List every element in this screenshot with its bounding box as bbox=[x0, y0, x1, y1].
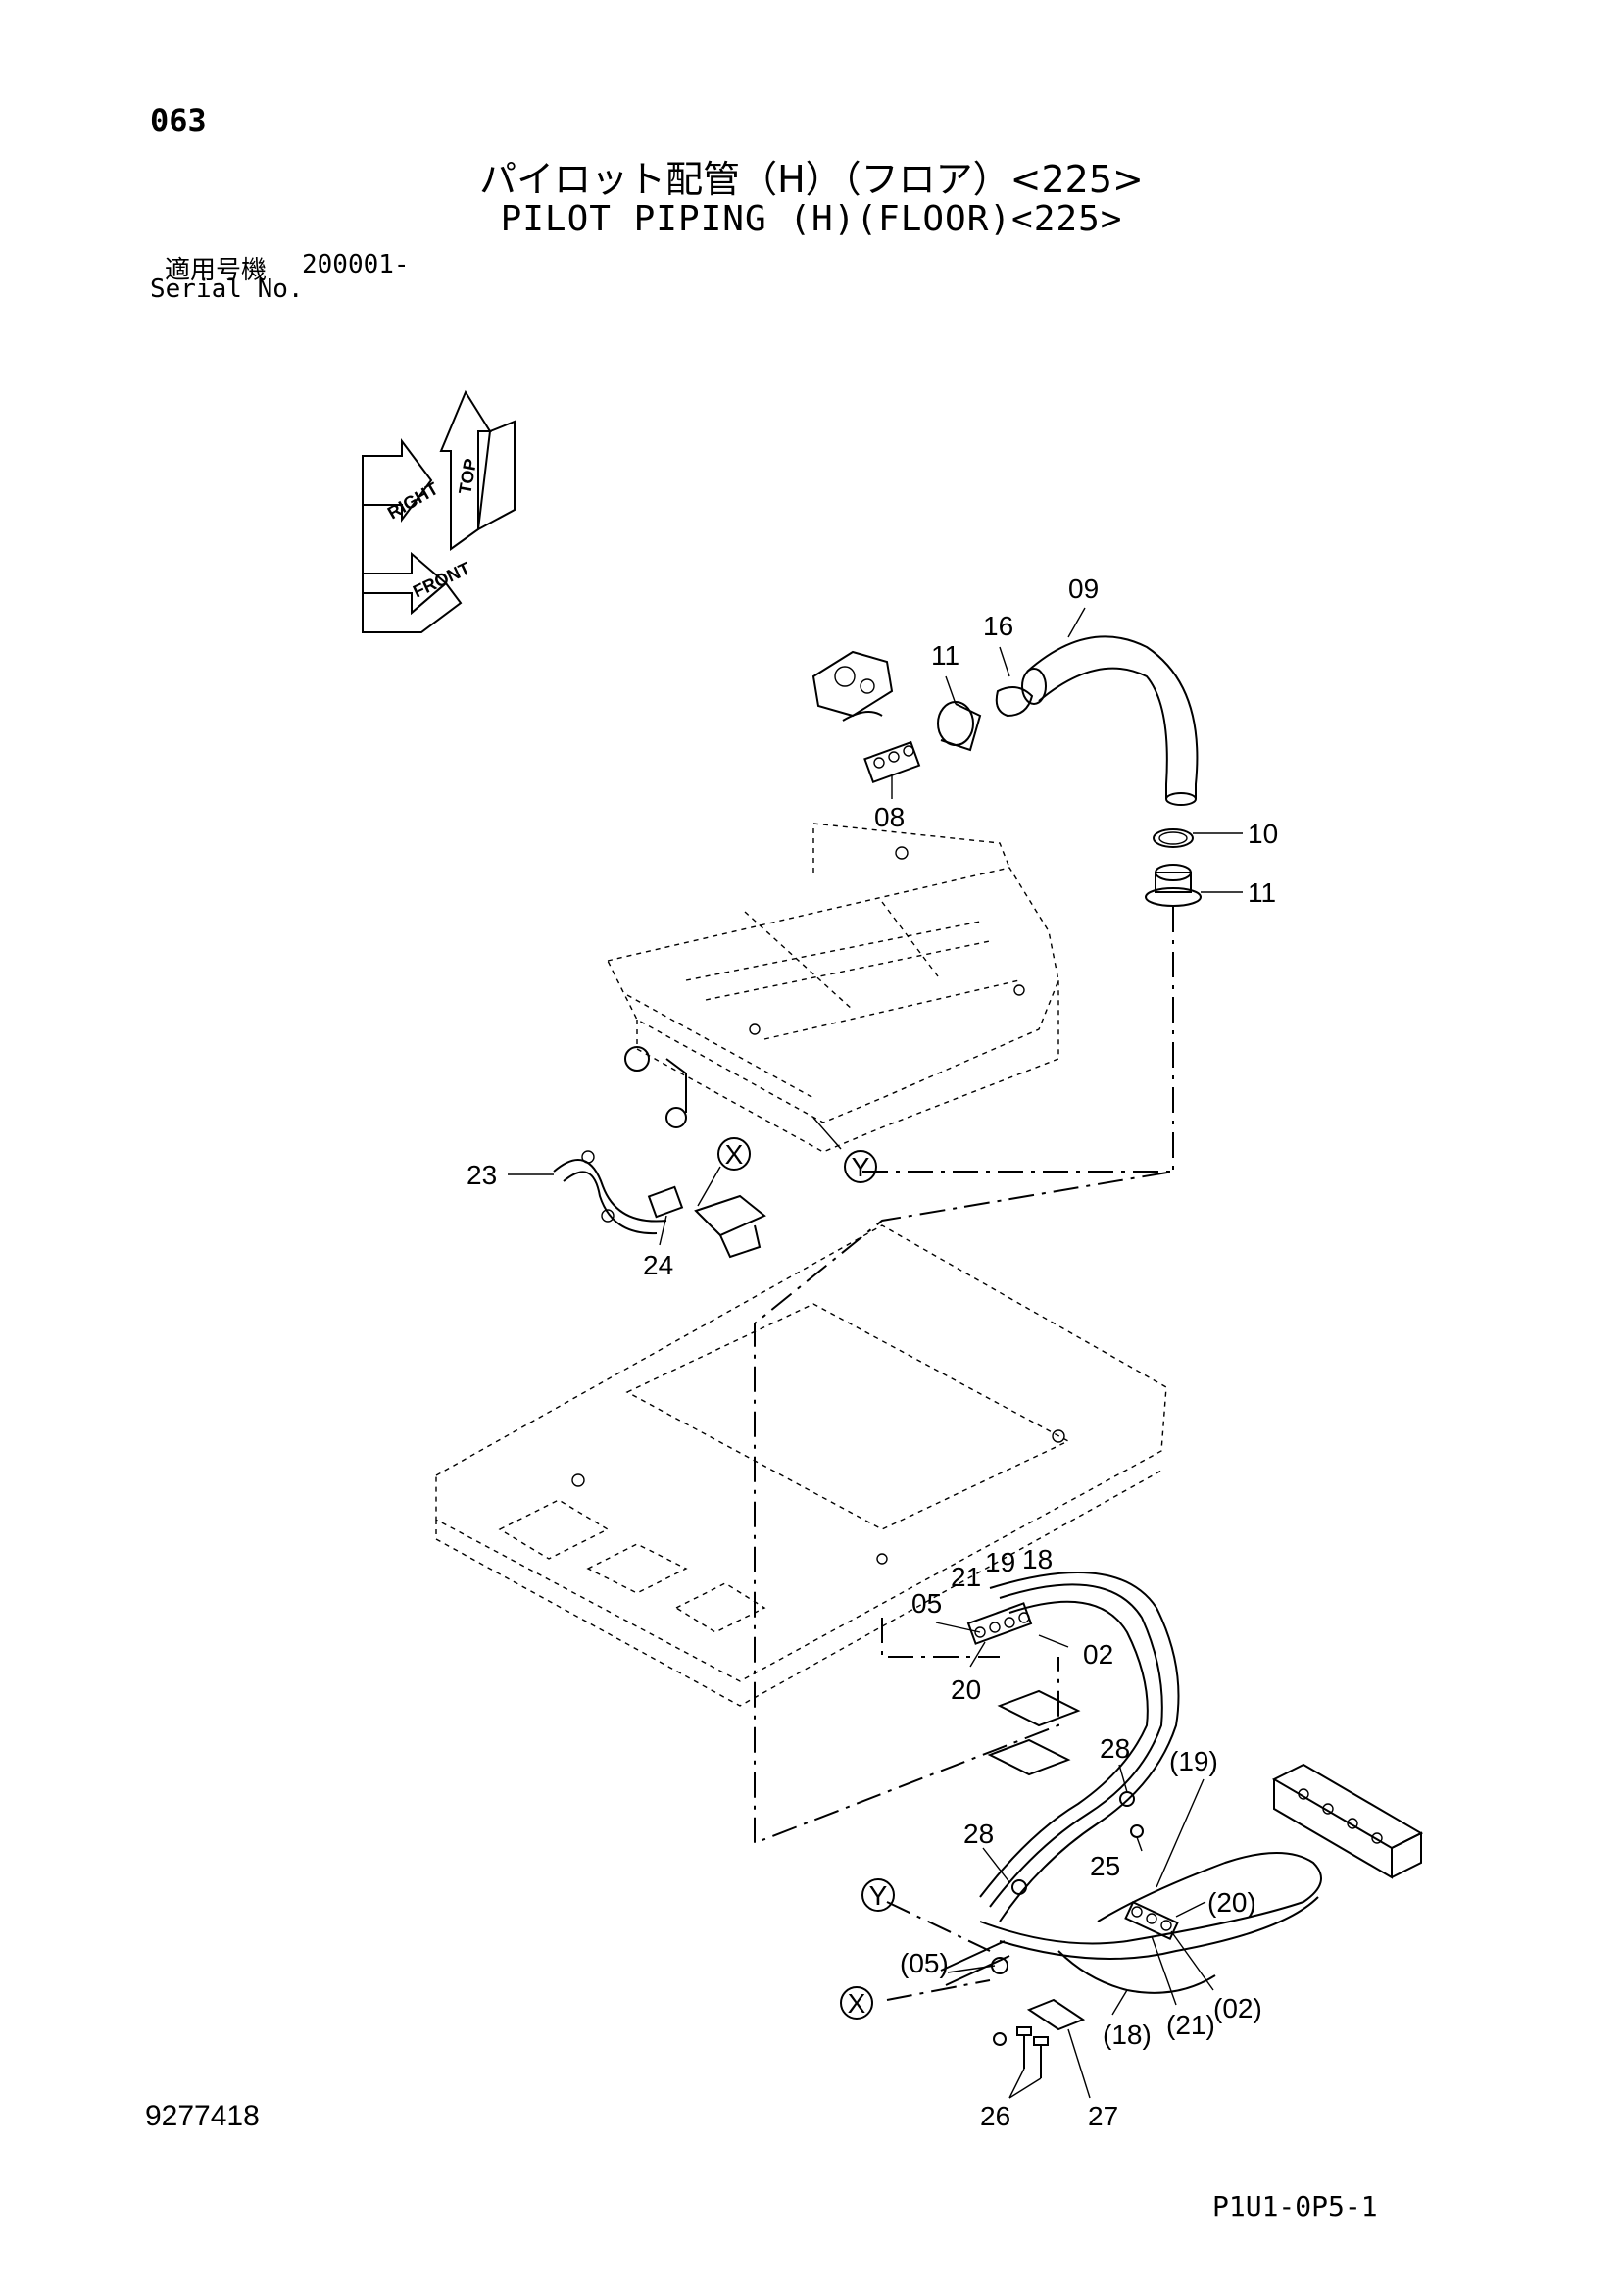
callout-19: 19 bbox=[985, 1547, 1015, 1577]
callout-11-bottom: 11 bbox=[1248, 877, 1276, 908]
callout-09: 09 bbox=[1068, 574, 1099, 604]
callout-28-left: 28 bbox=[963, 1819, 994, 1849]
connector-block-02 bbox=[966, 1602, 1033, 1645]
orientation-indicator: TOP RIGHT FRONT bbox=[362, 389, 516, 633]
pilot-valve-top bbox=[812, 650, 894, 722]
callout-11-top: 11 bbox=[931, 640, 959, 671]
page-title-japanese: パイロット配管（H）（フロア）<225> bbox=[479, 158, 1144, 201]
part-callouts: 09 16 11 08 10 11 23 24 21 19 18 05 02 2… bbox=[467, 574, 1278, 2131]
callout-24: 24 bbox=[643, 1250, 673, 1280]
callout-20-ref: (20) bbox=[1207, 1887, 1256, 1918]
upper-frame bbox=[606, 823, 1059, 1153]
callout-18-ref: (18) bbox=[1103, 2020, 1152, 2050]
callout-23: 23 bbox=[467, 1160, 497, 1190]
callout-10: 10 bbox=[1248, 819, 1278, 849]
hose-23 bbox=[553, 1150, 667, 1235]
serial-number-value: 200001- bbox=[302, 250, 410, 279]
callout-16: 16 bbox=[983, 611, 1013, 641]
callout-20: 20 bbox=[951, 1674, 981, 1705]
orientation-front-label: FRONT bbox=[410, 558, 473, 601]
callout-18: 18 bbox=[1022, 1544, 1053, 1574]
ref-mark-y-bottom: Y bbox=[861, 1878, 895, 1912]
ref-mark-y-top: Y bbox=[844, 1150, 877, 1183]
serial-label-japanese: 適用号機 bbox=[165, 256, 268, 285]
bolts-26 bbox=[993, 2026, 1049, 2078]
callout-27: 27 bbox=[1088, 2101, 1118, 2131]
grommet-11-bottom bbox=[1145, 864, 1202, 907]
connector-block-lower bbox=[1124, 1900, 1179, 1941]
page-title-english: PILOT PIPING (H)(FLOOR)<225> bbox=[500, 199, 1123, 239]
leader-lines bbox=[508, 607, 1243, 2099]
orientation-right-label: RIGHT bbox=[384, 478, 441, 523]
connector-block-08 bbox=[863, 740, 921, 784]
orientation-top-label: TOP bbox=[455, 457, 480, 496]
callout-08: 08 bbox=[874, 802, 905, 832]
valve-24 bbox=[647, 1185, 766, 1259]
callout-28-right: 28 bbox=[1100, 1733, 1130, 1764]
clamp-10 bbox=[1153, 828, 1194, 848]
callout-05: 05 bbox=[911, 1588, 942, 1619]
floor-plate bbox=[435, 1224, 1167, 1707]
ref-mark-x-top-label: X bbox=[725, 1139, 744, 1170]
callout-02: 02 bbox=[1083, 1639, 1113, 1670]
callout-02-ref: (02) bbox=[1213, 1993, 1262, 2023]
ref-mark-x-bottom-label: X bbox=[848, 1988, 866, 2019]
ref-mark-x-bottom: X bbox=[840, 1986, 873, 2020]
callout-21-ref: (21) bbox=[1166, 2010, 1215, 2040]
serial-label-english: Serial No. bbox=[150, 275, 304, 304]
callout-21: 21 bbox=[951, 1562, 981, 1592]
ref-mark-x-top: X bbox=[717, 1137, 751, 1171]
callout-26: 26 bbox=[980, 2101, 1010, 2131]
document-number: 9277418 bbox=[145, 2100, 260, 2132]
hose-09 bbox=[1021, 635, 1199, 806]
control-valve-right bbox=[1271, 1763, 1424, 1879]
page-code: P1U1-0P5-1 bbox=[1212, 2190, 1378, 2222]
callout-19-ref: (19) bbox=[1169, 1746, 1218, 1776]
ref-mark-y-top-label: Y bbox=[852, 1152, 870, 1182]
grommet-11-top bbox=[937, 701, 982, 752]
clamp-16 bbox=[995, 686, 1034, 718]
callout-25: 25 bbox=[1090, 1851, 1120, 1881]
pipe-fittings-mid bbox=[624, 1046, 687, 1128]
page-number: 063 bbox=[150, 102, 207, 139]
ref-mark-y-bottom-label: Y bbox=[869, 1880, 888, 1911]
callout-05-ref: (05) bbox=[900, 1948, 949, 1978]
bracket-27 bbox=[987, 1689, 1086, 2031]
reference-lines bbox=[754, 907, 1174, 2001]
hose-harness-lower bbox=[940, 1572, 1322, 1994]
